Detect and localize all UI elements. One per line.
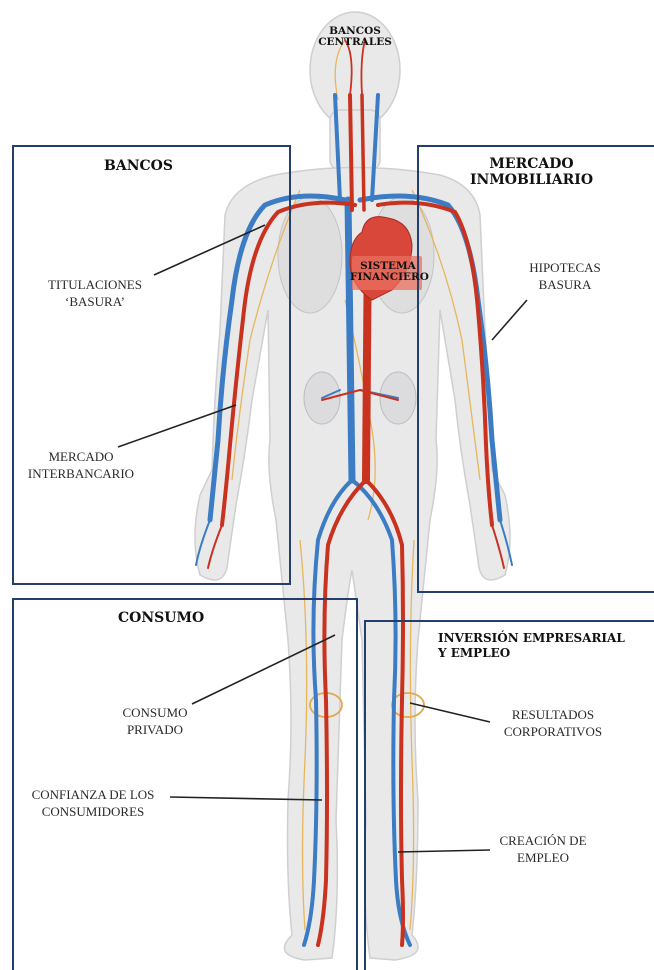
real-estate-title: MERCADO INMOBILIARIO <box>444 156 619 188</box>
central-banks-line2: CENTRALES <box>310 37 400 48</box>
banks-title: BANCOS <box>104 158 173 174</box>
interbank-line1: MERCADO <box>16 448 146 465</box>
real-estate-line2: INMOBILIARIO <box>444 172 619 188</box>
consumption-title: CONSUMO <box>118 610 204 626</box>
real-estate-line1: MERCADO <box>444 156 619 172</box>
toxic-securities-line2: ‘BASURA’ <box>20 293 170 310</box>
toxic-securities-label: TITULACIONES ‘BASURA’ <box>20 276 170 310</box>
subprime-line2: BASURA <box>515 276 615 293</box>
private-consumption-line2: PRIVADO <box>105 721 205 738</box>
toxic-securities-line1: TITULACIONES <box>20 276 170 293</box>
investment-line2: Y EMPLEO <box>438 646 625 661</box>
corporate-results-label: RESULTADOS CORPORATIVOS <box>488 706 618 740</box>
leader-resultados <box>410 703 490 722</box>
financial-system-label: SISTEMA FINANCIERO <box>350 261 426 283</box>
interbank-line2: INTERBANCARIO <box>16 465 146 482</box>
investment-title: INVERSIÓN EMPRESARIAL Y EMPLEO <box>438 631 625 661</box>
consumer-confidence-line2: CONSUMIDORES <box>18 803 168 820</box>
subprime-label: HIPOTECAS BASURA <box>515 259 615 293</box>
interbank-label: MERCADO INTERBANCARIO <box>16 448 146 482</box>
subprime-line1: HIPOTECAS <box>515 259 615 276</box>
private-consumption-line1: CONSUMO <box>105 704 205 721</box>
job-creation-label: CREACIÓN DE EMPLEO <box>488 832 598 866</box>
private-consumption-label: CONSUMO PRIVADO <box>105 704 205 738</box>
consumer-confidence-label: CONFIANZA DE LOS CONSUMIDORES <box>18 786 168 820</box>
financial-system-line2: FINANCIERO <box>350 272 426 283</box>
consumer-confidence-line1: CONFIANZA DE LOS <box>18 786 168 803</box>
central-banks-label: BANCOS CENTRALES <box>310 26 400 48</box>
job-creation-line2: EMPLEO <box>488 849 598 866</box>
corporate-results-line1: RESULTADOS <box>488 706 618 723</box>
investment-line1: INVERSIÓN EMPRESARIAL <box>438 631 625 646</box>
job-creation-line1: CREACIÓN DE <box>488 832 598 849</box>
leader-hipotecas <box>492 300 527 340</box>
corporate-results-line2: CORPORATIVOS <box>488 723 618 740</box>
